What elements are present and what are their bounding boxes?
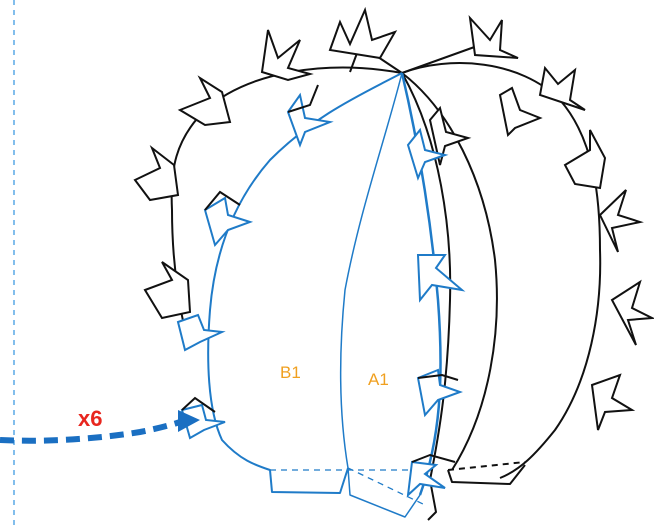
spine-icon (406, 460, 446, 498)
cactus-front-panels (207, 72, 442, 518)
spines-blue (176, 84, 466, 498)
spine-icon (416, 254, 466, 303)
spine-icon (468, 14, 519, 59)
spine-icon (406, 127, 449, 181)
assembly-arrow (0, 410, 200, 444)
arrowhead-icon (178, 410, 200, 432)
label-a1: A1 (368, 370, 389, 389)
spine-icon (563, 129, 607, 190)
spine-icon (498, 86, 543, 138)
spine-icon (203, 196, 254, 248)
spines-black (133, 6, 654, 431)
spine-icon (416, 368, 463, 418)
spine-icon (590, 373, 636, 431)
curved-dashed-arrow-icon (0, 417, 188, 444)
spine-icon (260, 29, 314, 82)
spine-icon (177, 75, 232, 127)
multiplier-label: x6 (78, 406, 102, 431)
spine-icon (610, 279, 654, 346)
spine-icon (143, 261, 192, 320)
spine-icon (176, 313, 226, 352)
spine-icon (180, 403, 226, 440)
spine-icon (598, 189, 644, 253)
spine-icon (133, 144, 180, 202)
spine-icon (286, 92, 334, 148)
spine-icon (328, 6, 398, 60)
label-b1: B1 (280, 363, 301, 382)
spine-icon (428, 105, 472, 166)
spine-icon (538, 65, 586, 111)
